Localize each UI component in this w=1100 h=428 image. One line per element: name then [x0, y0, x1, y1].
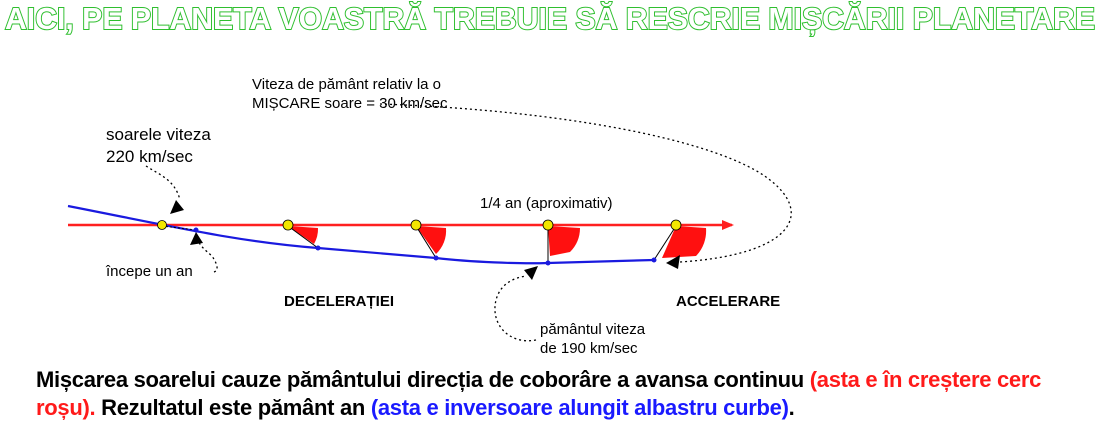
caption-part-5: . — [788, 395, 795, 420]
callout-earth-speed — [494, 275, 537, 342]
earth-dot-5 — [651, 257, 657, 263]
callout-arrowhead-year — [190, 232, 203, 245]
callout-sun-speed — [145, 165, 181, 201]
angle-wedge-2 — [416, 226, 447, 254]
callout-arrowhead-relative — [666, 255, 680, 269]
sun-earth-link-2 — [287, 225, 319, 249]
earth-relative-speed-line1: Viteza de pământ relativ la o — [252, 76, 441, 93]
sun-dot-5 — [670, 219, 682, 231]
sun-dot-2 — [282, 219, 294, 231]
earth-dot-4 — [545, 260, 551, 266]
earth-trajectory-curve — [67, 204, 655, 265]
acceleration-label: ACCELERARE — [676, 293, 780, 310]
sun-earth-link-1 — [161, 225, 197, 231]
caption-part-1: Mișcarea soarelui cauze pământului direc… — [36, 367, 810, 392]
callout-arrowhead-earth — [524, 266, 538, 280]
earth-dot-2 — [315, 245, 321, 251]
explanation-caption: Mișcarea soarelui cauze pământului direc… — [36, 366, 1076, 422]
angle-wedge-4 — [662, 226, 707, 258]
sun-dot-1 — [157, 220, 167, 230]
page-title: AICI, PE PLANETA VOASTRĂ TREBUIE SĂ RESC… — [5, 1, 1095, 36]
callout-arrowhead-sun — [170, 200, 184, 214]
earth-speed-line1: pământul viteza — [540, 321, 646, 338]
earth-relative-speed-line2: MIȘCARE soare = 30 km/sec — [252, 95, 448, 112]
angle-wedge-1 — [288, 226, 319, 244]
callout-year-start — [197, 239, 218, 273]
sun-speed-line2: 220 km/sec — [106, 147, 193, 166]
sun-earth-link-3 — [415, 225, 437, 259]
quarter-year-label: 1/4 an (aproximativ) — [480, 195, 613, 212]
year-start-label: începe un an — [105, 263, 193, 280]
earth-speed-line2: de 190 km/sec — [540, 340, 638, 357]
caption-part-2-red: (asta e în creștere cerc roșu). — [36, 367, 1042, 420]
deceleration-label: DECELERAȚIEI — [284, 293, 394, 310]
sun-dot-4 — [542, 219, 554, 231]
sun-dot-3 — [410, 219, 422, 231]
earth-dot-3 — [433, 255, 439, 261]
sun-earth-link-5 — [653, 225, 677, 261]
angle-wedge-3 — [548, 226, 580, 256]
caption-part-4-blue: (asta e inversoare alungit albastru curb… — [370, 395, 789, 420]
caption-part-3: Rezultatul este pământ an — [95, 395, 371, 420]
earth-dot-1 — [193, 227, 199, 233]
callout-relative-speed — [379, 103, 792, 263]
sun-speed-line1: soarele viteza — [106, 125, 211, 144]
